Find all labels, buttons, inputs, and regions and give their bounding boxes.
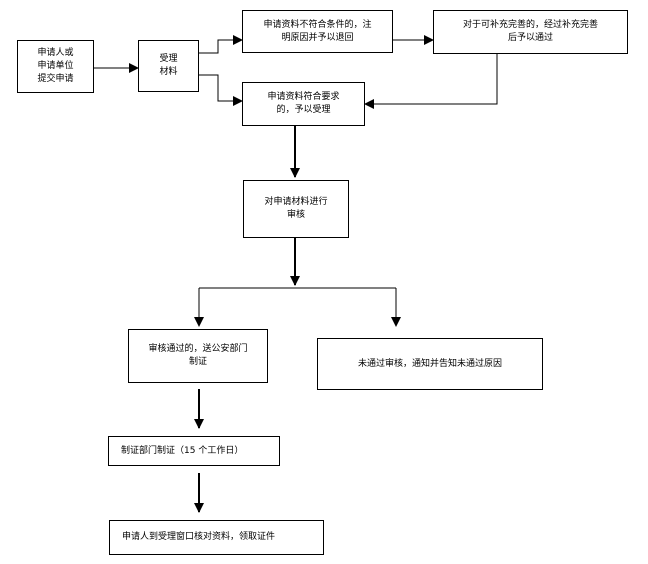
failed-box: 未通过审核，通知并告知未通过原因 [317,338,543,390]
review-box: 对申请材料进行 审核 [243,180,349,238]
meet-text: 申请资料符合要求 的，予以受理 [267,92,340,115]
not-meet-box: 申请资料不符合条件的，注 明原因并予以退回 [242,10,393,53]
passed-box: 审核通过的，送公安部门 制证 [128,329,268,383]
produce-box: 制证部门制证（15 个工作日） [108,436,280,466]
arrow-accept-to-meet [199,74,243,106]
applicant-text: 申请人或 申请单位 提交申请 [37,48,74,84]
produce-text: 制证部门制证（15 个工作日） [121,445,244,456]
accept-text: 受理 材料 [159,54,178,77]
review-text: 对申请材料进行 审核 [264,197,328,220]
failed-text: 未通过审核，通知并告知未通过原因 [357,358,502,369]
accept-box: 受理 材料 [138,40,199,92]
applicant-box: 申请人或 申请单位 提交申请 [17,40,94,93]
arrow-supplement-to-meet [364,54,498,109]
collect-box: 申请人到受理窗口核对资料，领取证件 [109,520,324,555]
supplement-text: 对于可补充完善的，经过补充完善 后予以通过 [462,20,598,43]
not-meet-text: 申请资料不符合条件的，注 明原因并予以退回 [263,19,372,43]
meet-box: 申请资料符合要求 的，予以受理 [242,82,365,126]
arrow-accept-to-not-meet [199,35,243,54]
supplement-box: 对于可补充完善的，经过补充完善 后予以通过 [433,10,628,54]
passed-text: 审核通过的，送公安部门 制证 [148,344,248,367]
collect-text: 申请人到受理窗口核对资料，领取证件 [122,532,276,542]
